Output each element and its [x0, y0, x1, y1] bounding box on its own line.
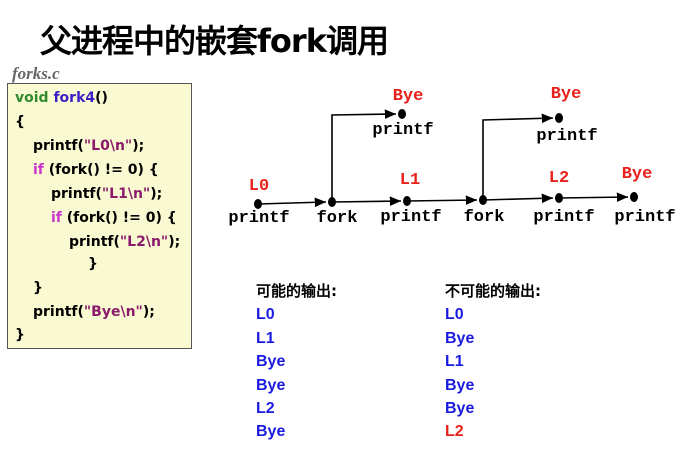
impossible-output-list: 不可能的输出: L0 Bye L1 Bye Bye L2 [445, 280, 541, 444]
node [479, 195, 487, 205]
list-item: Bye [445, 400, 475, 418]
node-label: printf [228, 209, 289, 228]
node [555, 193, 563, 203]
node-label: fork [317, 209, 358, 228]
code-line: } [15, 327, 25, 343]
string: "L1\n" [101, 186, 151, 202]
list-item: Bye [256, 376, 286, 394]
code-line: printf("L1\n"); [51, 186, 162, 202]
node [630, 192, 638, 202]
code-line: } [88, 256, 98, 272]
keyword: if [33, 162, 44, 178]
code-box: void fork4() { printf("L0\n"); if (fork(… [7, 83, 192, 349]
code-line: if (fork() != 0) { [51, 210, 177, 226]
edge-branch [482, 113, 554, 200]
node [555, 113, 563, 123]
string: "L2\n" [119, 234, 169, 250]
code-text: ); [168, 234, 181, 250]
output-label: Bye [551, 85, 582, 104]
output-label: Bye [393, 87, 424, 106]
code-line: if (fork() != 0) { [33, 162, 159, 178]
output-label: L1 [400, 171, 420, 190]
edge-branch [331, 109, 397, 202]
code-line: printf("L0\n"); [33, 138, 144, 154]
code-line: void fork4() [15, 90, 108, 106]
code-text: ); [150, 186, 163, 202]
list-header: 可能的输出: [256, 282, 337, 300]
output-label: L0 [249, 177, 269, 196]
list-item: L2 [445, 423, 464, 441]
edge [406, 195, 478, 205]
code-text: printf( [33, 304, 84, 320]
code-line: printf("L2\n"); [69, 234, 180, 250]
code-line: } [33, 280, 43, 296]
function-name: fork4 [53, 90, 96, 106]
keyword: void [15, 90, 49, 106]
list-item: Bye [256, 353, 286, 371]
code-text: printf( [51, 186, 102, 202]
string: "L0\n" [83, 138, 133, 154]
code-text: printf( [33, 138, 84, 154]
node [328, 197, 336, 207]
node [403, 196, 411, 206]
edge [257, 197, 327, 208]
code-text: ); [132, 138, 145, 154]
edge [558, 192, 629, 202]
code-line: { [15, 114, 25, 130]
code-text: (fork() != 0) { [61, 210, 177, 226]
keyword: if [51, 210, 62, 226]
node-label: printf [533, 208, 594, 227]
node-label: printf [614, 208, 675, 227]
output-label: Bye [622, 165, 653, 184]
list-item: Bye [445, 329, 475, 347]
node-label: fork [464, 208, 505, 227]
node-label: printf [536, 127, 597, 146]
code-text: printf( [69, 234, 120, 250]
code-text: ); [142, 304, 155, 320]
node-label: printf [372, 121, 433, 140]
list-item: L0 [256, 306, 275, 324]
node [398, 109, 406, 119]
list-item: Bye [445, 376, 475, 394]
list-item: L0 [445, 306, 464, 324]
possible-output-list: 可能的输出: L0 L1 Bye Bye L2 Bye [256, 280, 337, 444]
node [254, 199, 262, 209]
filename-label: forks.c [12, 64, 60, 83]
edge [331, 196, 402, 206]
edge [482, 193, 554, 204]
output-label: L2 [549, 169, 569, 188]
list-item: L1 [256, 329, 275, 347]
list-header: 不可能的输出: [445, 282, 541, 300]
code-text: () [95, 90, 108, 106]
string: "Bye\n" [83, 304, 143, 320]
code-line: printf("Bye\n"); [33, 304, 155, 320]
node-label: printf [380, 208, 441, 227]
list-item: Bye [256, 423, 286, 441]
slide-title: 父进程中的嵌套fork调用 [40, 22, 389, 60]
code-text: (fork() != 0) { [43, 162, 159, 178]
list-item: L2 [256, 400, 275, 418]
list-item: L1 [445, 353, 464, 371]
